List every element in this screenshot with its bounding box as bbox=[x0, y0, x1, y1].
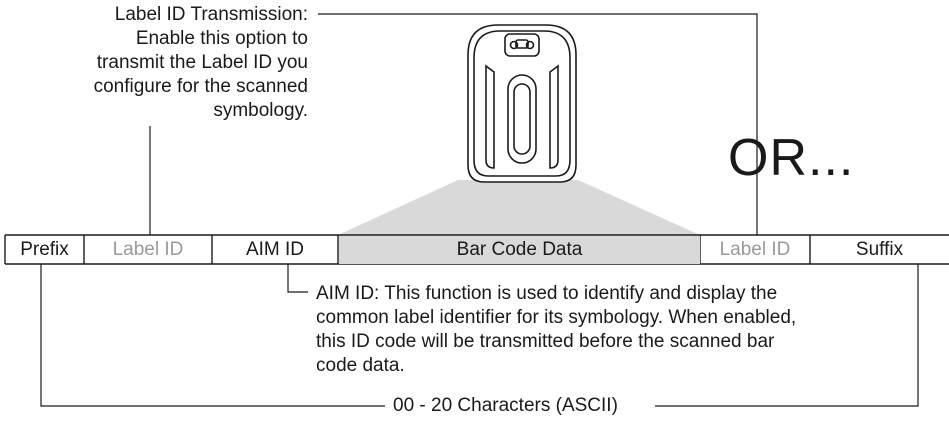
callout-lines bbox=[40, 13, 919, 407]
field-row-lines bbox=[4, 234, 949, 265]
aim-id-note: AIM ID: This function is used to identif… bbox=[316, 282, 936, 378]
handheld-scanner-icon bbox=[467, 24, 577, 183]
field-suffix: Suffix bbox=[855, 238, 904, 260]
scan-beam bbox=[338, 180, 700, 235]
note-line: AIM ID: This function is used to identif… bbox=[316, 283, 778, 304]
note-line: this ID code will be transmitted before … bbox=[316, 331, 775, 352]
field-bar-code-data: Bar Code Data bbox=[339, 236, 700, 264]
note-line: Label ID Transmission: bbox=[114, 4, 308, 25]
note-line: symbology. bbox=[213, 100, 308, 121]
field-label-id-right: Label ID bbox=[719, 238, 791, 260]
note-line: code data. bbox=[316, 355, 405, 376]
label-id-transmission-note: Label ID Transmission: Enable this optio… bbox=[20, 3, 308, 123]
field-aim-id: AIM ID bbox=[245, 238, 305, 260]
field-prefix: Prefix bbox=[20, 238, 69, 260]
or-text: OR... bbox=[728, 129, 855, 187]
character-range-label: 00 - 20 Characters (ASCII) bbox=[393, 395, 618, 416]
note-line: Enable this option to bbox=[135, 28, 308, 49]
note-line: configure for the scanned bbox=[93, 76, 308, 97]
field-label-id-left: Label ID bbox=[112, 238, 184, 260]
note-line: transmit the Label ID you bbox=[96, 52, 308, 73]
note-line: common label identifier for its symbolog… bbox=[316, 307, 797, 328]
